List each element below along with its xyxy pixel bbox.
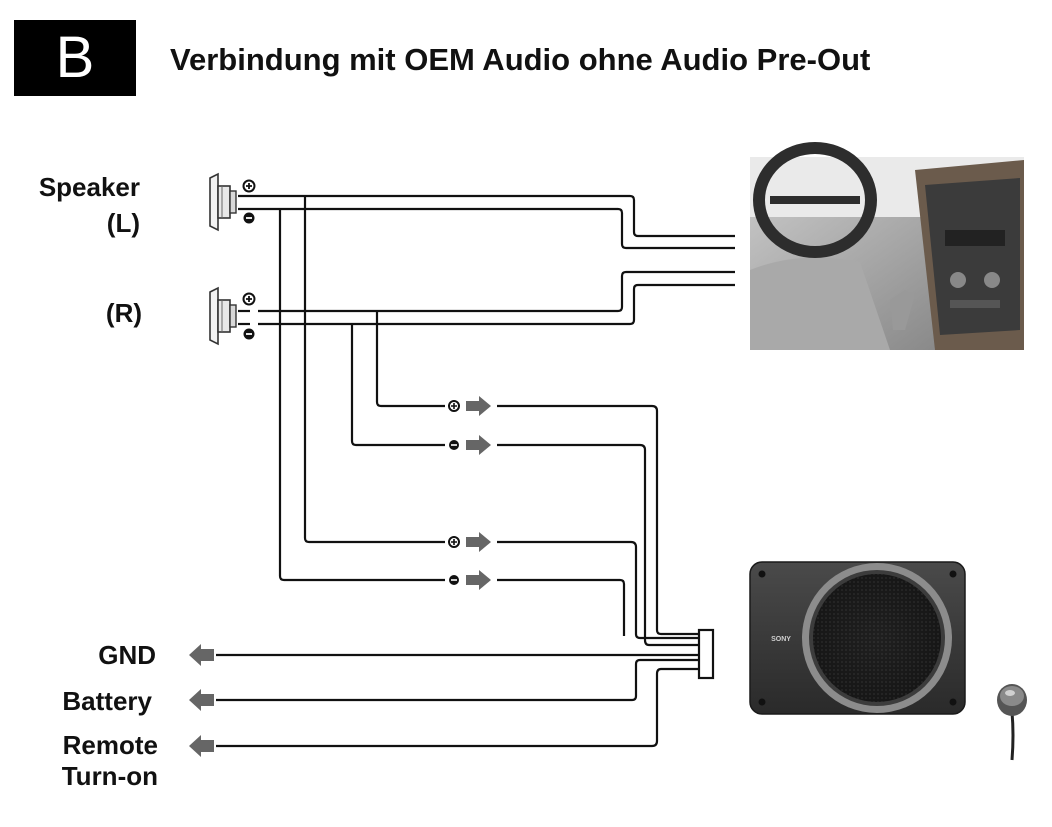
arrow-right-icon <box>466 532 491 552</box>
plus-icon <box>242 292 256 306</box>
remote-label-line2: Turn-on <box>61 761 158 791</box>
plus-icon <box>448 536 460 548</box>
polarity-arrows <box>448 396 491 590</box>
plus-icon <box>448 400 460 412</box>
speaker-label-line1: Speaker <box>38 172 140 202</box>
remote-knob-photo <box>997 684 1027 761</box>
arrow-right-icon <box>466 570 491 590</box>
battery-label: Battery <box>62 686 152 716</box>
minus-icon <box>449 440 459 450</box>
speaker-right-icon <box>209 286 237 346</box>
speaker-label-line2: (L) <box>106 208 140 238</box>
subwoofer-brand-logo: SONY <box>771 636 791 643</box>
speaker-left-label: Speaker (L) <box>10 172 140 238</box>
page-title: Verbindung mit OEM Audio ohne Audio Pre-… <box>170 42 871 77</box>
arrow-left-icon <box>189 644 214 666</box>
minus-icon <box>243 212 255 224</box>
minus-icon <box>243 328 255 340</box>
section-badge: B <box>14 20 136 96</box>
arrow-left-icon <box>189 689 214 711</box>
tap-wires <box>278 196 700 647</box>
minus-icon <box>449 575 459 585</box>
plus-icon <box>242 179 256 193</box>
power-wires <box>216 653 699 748</box>
speaker-left-icon <box>209 172 237 232</box>
speaker-wires <box>238 194 735 326</box>
speaker-right-label: (R) <box>105 298 142 328</box>
arrow-right-icon <box>466 435 491 455</box>
arrow-left-icon <box>189 735 214 757</box>
subwoofer-photo: SONY <box>749 561 966 715</box>
polarity-markers-speakers <box>242 179 256 340</box>
section-badge-letter: B <box>55 25 95 90</box>
connector-block <box>697 628 715 680</box>
remote-turn-on-label: Remote Turn-on <box>10 730 158 792</box>
car-interior-photo <box>750 142 1024 350</box>
remote-label-line1: Remote <box>62 730 158 760</box>
gnd-label: GND <box>98 640 156 670</box>
arrow-right-icon <box>466 396 491 416</box>
